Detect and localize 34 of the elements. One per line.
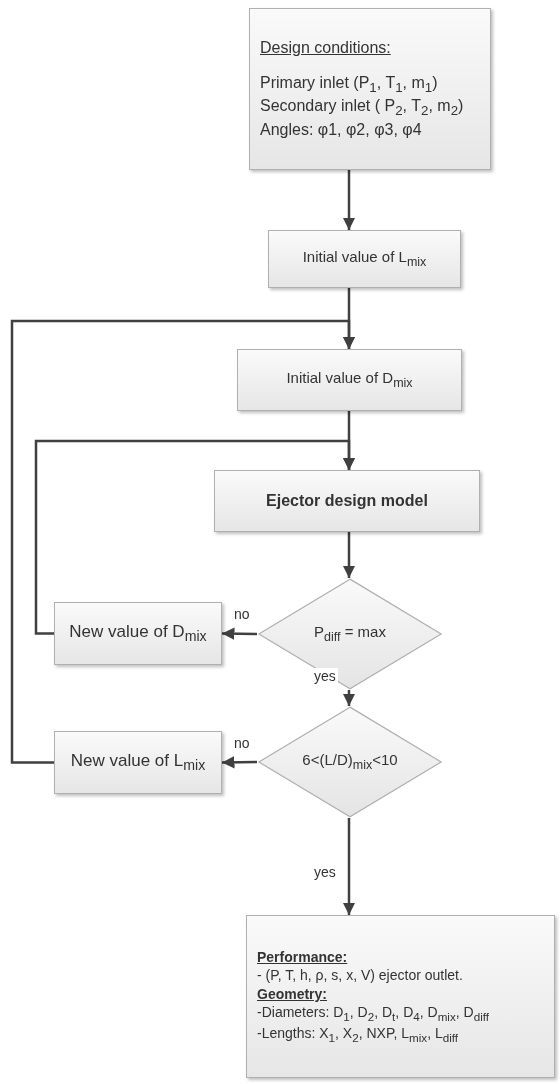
process-box — [268, 230, 461, 288]
input-box — [249, 8, 491, 170]
arrow — [10, 319, 356, 764]
node-text: P$_{diff}$ = max — [314, 622, 386, 646]
node-text: -Diameters: D$_{1}$, D$_{2}$, D$_{t}$, D$_{4}$, D$_{mix}$, D$_{diff}$ — [257, 1002, 489, 1024]
process-box — [54, 731, 222, 794]
node-text: 6<(L/D)$_{mix}$<10 — [302, 750, 398, 774]
process-box — [54, 602, 222, 665]
arrow — [222, 756, 257, 769]
arrow — [342, 532, 356, 578]
arrow — [222, 627, 257, 640]
node-text: - (P, T, h, ρ, s, x, V) ejector outlet. — [257, 966, 463, 985]
node-text: New value of L$_{mix}$ — [70, 750, 206, 775]
output-box — [246, 915, 555, 1078]
decision-diamond — [257, 578, 443, 690]
node-text: Secondary inlet ( P$_{2}$, T$_{2}$, m$_{2}$) — [260, 96, 464, 120]
process-box — [237, 349, 462, 411]
heading-text: Ejector design model — [266, 490, 428, 511]
arrow — [342, 818, 356, 915]
heading-text: Geometry: — [257, 984, 328, 1003]
node-text: New value of D$_{mix}$ — [69, 621, 207, 646]
heading-text: Design conditions: — [260, 37, 391, 58]
node-text: Initial value of L$_{mix}$ — [302, 247, 427, 271]
arrow — [342, 690, 356, 706]
edge-label: yes — [312, 668, 338, 684]
process-box — [214, 470, 480, 532]
decision-diamond — [257, 706, 443, 818]
arrow — [342, 170, 356, 230]
node-text: Initial value of D$_{mix}$ — [286, 368, 413, 392]
heading-text: Performance: — [257, 948, 348, 967]
node-text: Primary inlet (P$_{1}$, T$_{1}$, m$_{1}$) — [260, 72, 438, 96]
node-text: -Lengths: X$_{1}$, X$_{2}$, NXP, L$_{mix}$, L$_{diff}$ — [257, 1023, 459, 1045]
node-text: Angles: φ1, φ2, φ3, φ4 — [260, 119, 422, 140]
arrow — [34, 439, 356, 635]
